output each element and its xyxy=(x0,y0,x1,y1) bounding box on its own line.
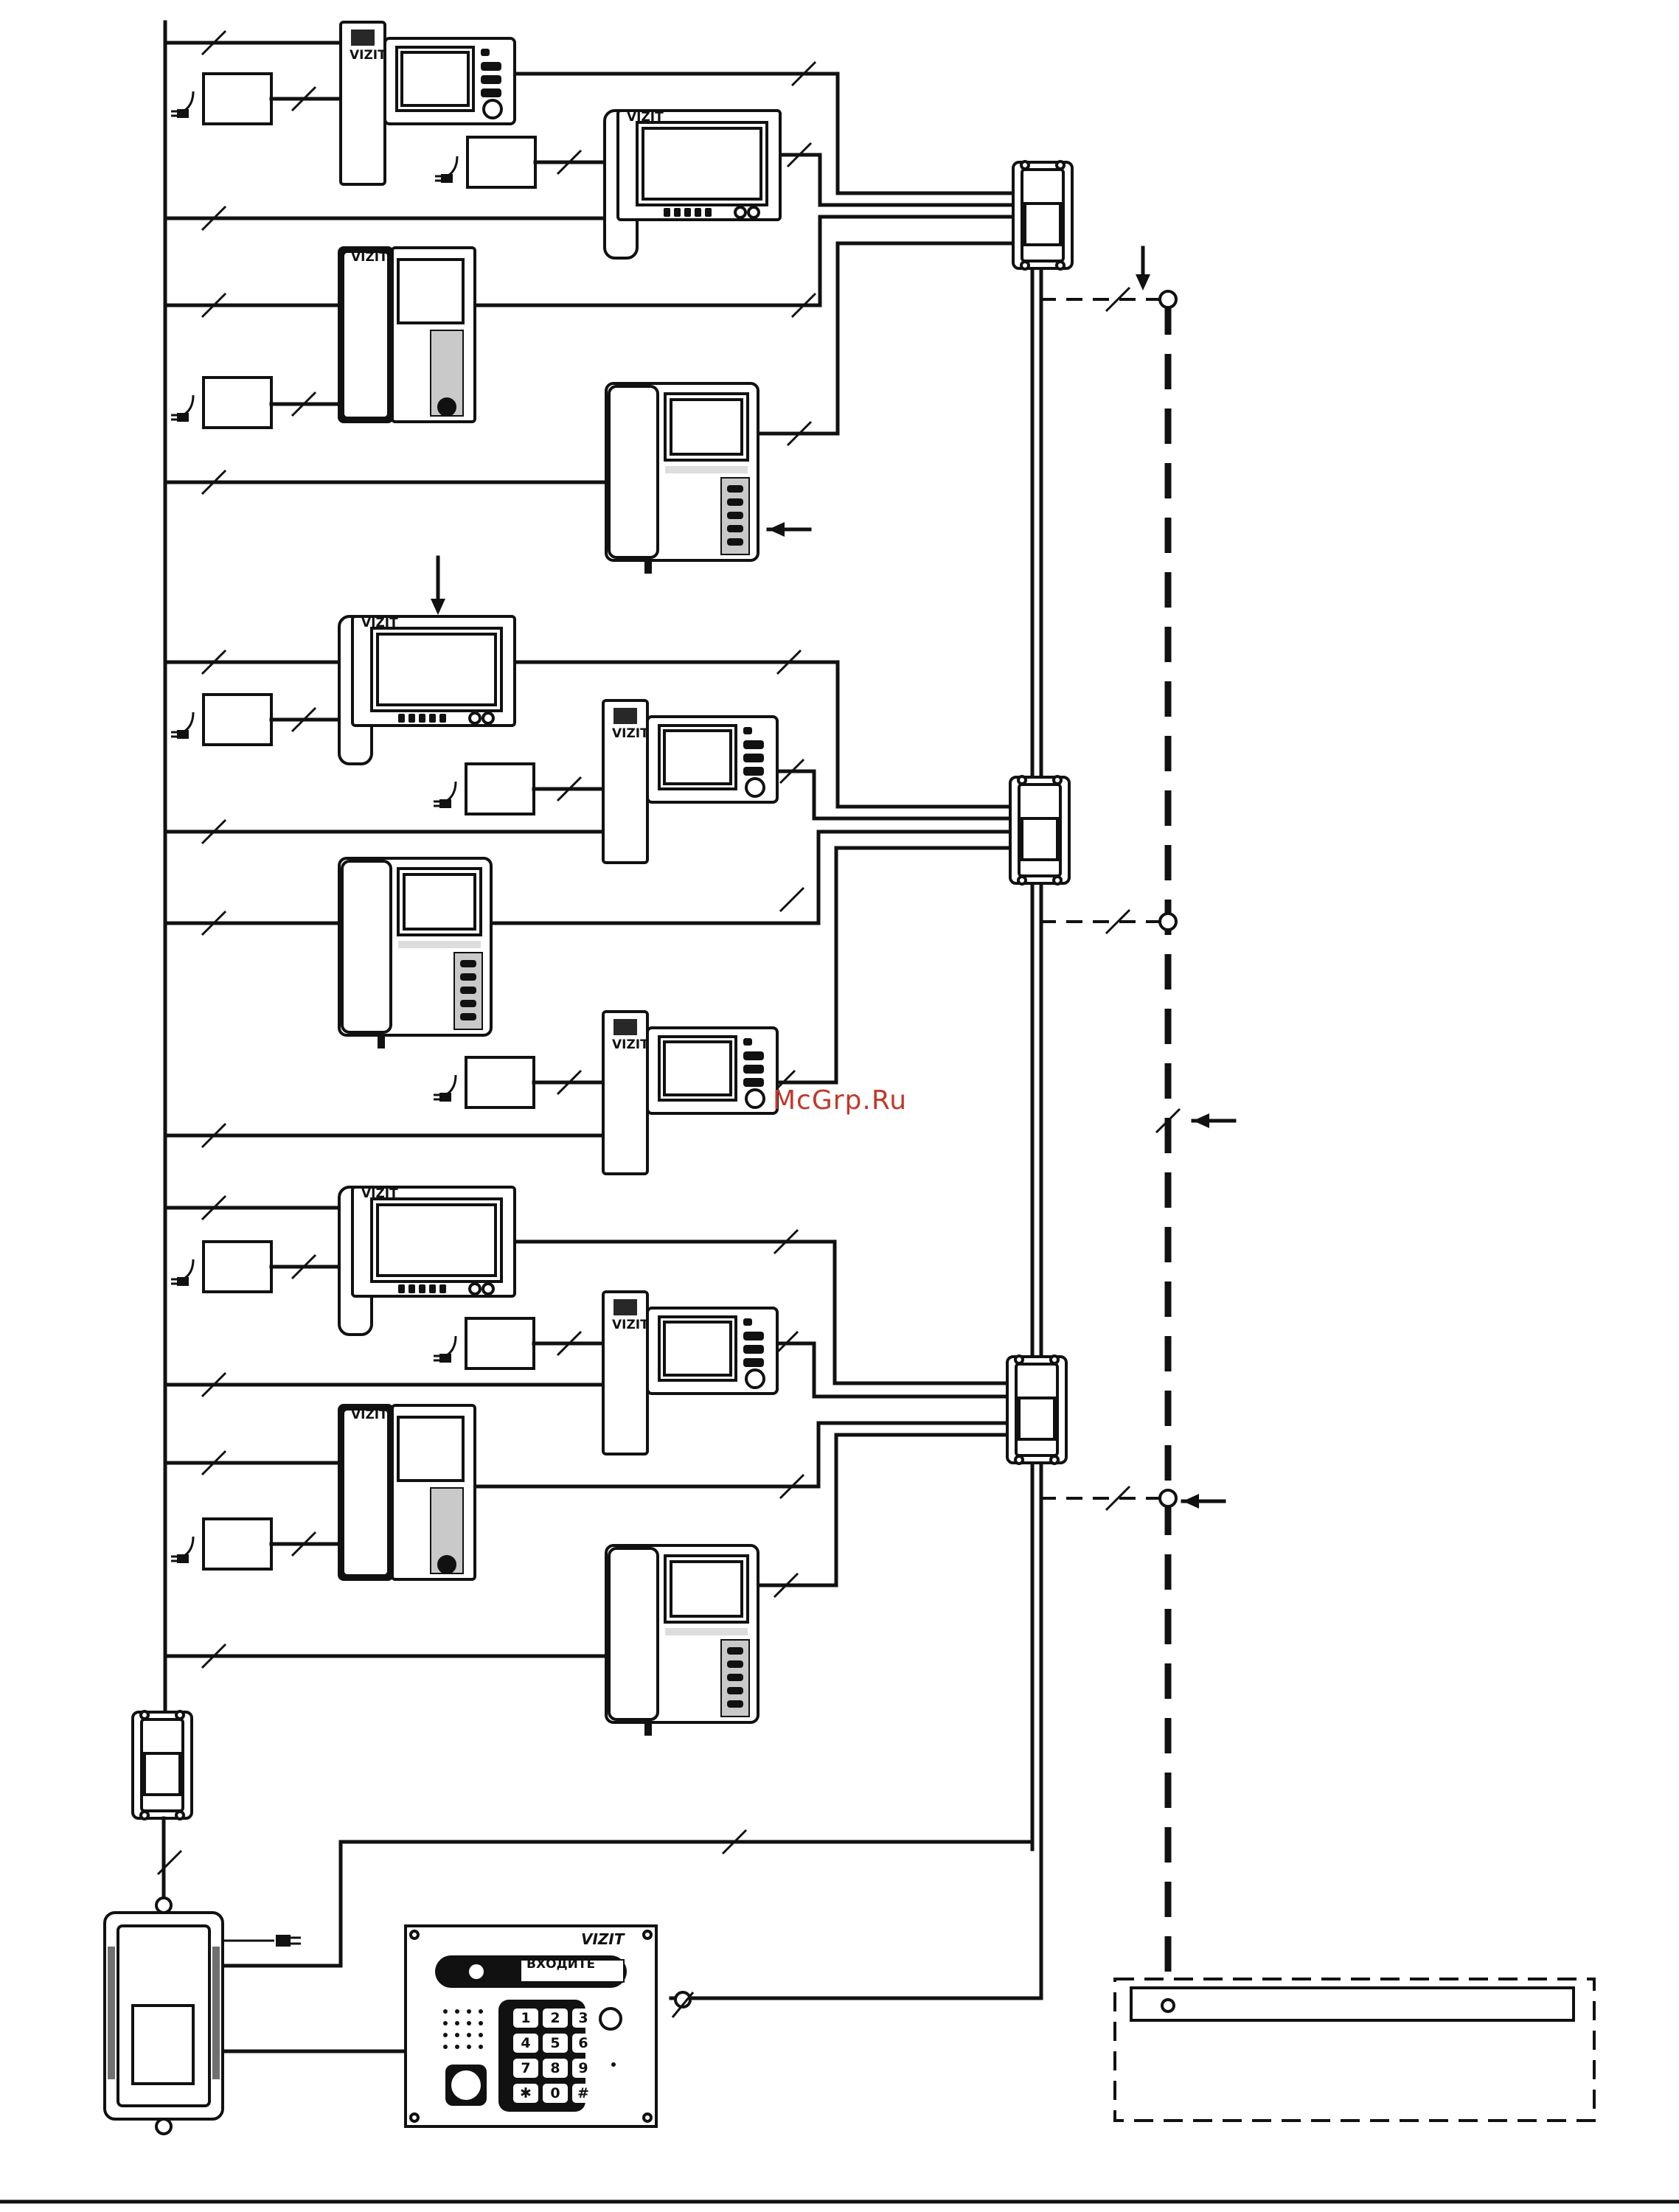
key-7[interactable]: 7 xyxy=(513,2059,538,2078)
riser xyxy=(1040,246,1596,2122)
floor-group-1 xyxy=(163,21,1074,575)
call-panel-brand: VIZIT xyxy=(581,1930,625,1948)
key-star[interactable]: ✱ xyxy=(513,2084,538,2103)
watermark: McGrp.Ru xyxy=(773,1085,908,1116)
call-panel-display: ВХОДИТЕ xyxy=(526,1957,596,1972)
key-4[interactable]: 4 xyxy=(513,2034,538,2053)
key-9[interactable]: 9 xyxy=(572,2059,594,2078)
key-6[interactable]: 6 xyxy=(572,2034,594,2053)
key-3[interactable]: 3 xyxy=(572,2008,594,2028)
call-panel xyxy=(404,1924,1043,2128)
key-5[interactable]: 5 xyxy=(543,2034,568,2053)
key-2[interactable]: 2 xyxy=(543,2008,568,2028)
floor-group-2 xyxy=(163,555,1071,1175)
key-0[interactable]: 0 xyxy=(543,2084,568,2103)
key-1[interactable]: 1 xyxy=(513,2008,538,2028)
key-8[interactable]: 8 xyxy=(543,2059,568,2078)
controller-unit xyxy=(103,1896,301,2135)
floor-group-3 xyxy=(163,1185,1068,1737)
key-hash[interactable]: # xyxy=(572,2084,594,2103)
